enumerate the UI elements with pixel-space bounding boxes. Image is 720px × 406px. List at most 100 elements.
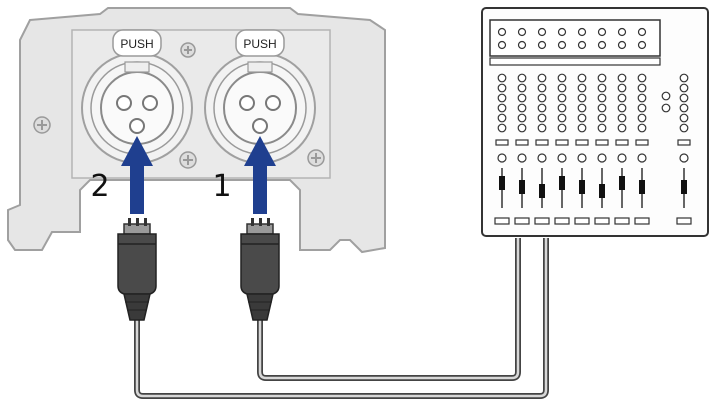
mixer-knob[interactable] [577,93,587,103]
mixer-button[interactable] [515,139,529,146]
mixer-knob[interactable] [537,93,547,103]
mixer-input-jack[interactable] [617,40,627,50]
mixer-knob[interactable] [637,93,647,103]
mixer-knob[interactable] [517,123,527,133]
mixer-button[interactable] [614,217,630,225]
mixer-knob[interactable] [577,123,587,133]
mixer-knob[interactable] [597,103,607,113]
mixer-knob[interactable] [617,93,627,103]
mixer-knob[interactable] [637,123,647,133]
mixer-input-jack[interactable] [557,27,567,37]
input-jack-2[interactable]: PUSH 2 [81,29,193,204]
mixer-knob[interactable] [557,123,567,133]
mixer-pan-knob[interactable] [577,153,587,163]
mixer-knob[interactable] [617,113,627,123]
mixer-fader[interactable] [519,180,525,194]
mixer-button[interactable] [575,139,589,146]
mixer-knob[interactable] [557,73,567,83]
mixer-button[interactable] [676,217,692,225]
mixer-master-fader[interactable] [681,180,687,194]
mixer-input-jack[interactable] [597,40,607,50]
input-jack-1[interactable]: PUSH 1 [204,29,316,204]
mixer-knob[interactable] [537,103,547,113]
mixer-knob[interactable] [517,93,527,103]
mixer-input-jack[interactable] [577,27,587,37]
mixer-pan-knob[interactable] [497,153,507,163]
mixer-button[interactable] [495,139,509,146]
mixer-button[interactable] [677,139,691,146]
mixer-knob[interactable] [679,93,689,103]
mixer-knob[interactable] [617,73,627,83]
mixer-knob[interactable] [517,113,527,123]
mixer-knob[interactable] [557,83,567,93]
mixer-button[interactable] [574,217,590,225]
mixer-button[interactable] [554,217,570,225]
mixer-knob[interactable] [617,123,627,133]
mixer-input-jack[interactable] [517,27,527,37]
mixer-input-jack[interactable] [617,27,627,37]
mixer-knob[interactable] [517,103,527,113]
mixer-knob[interactable] [497,73,507,83]
mixer-pan-knob[interactable] [557,153,567,163]
mixer-knob[interactable] [679,83,689,93]
mixer-fader[interactable] [599,184,605,198]
mixer-knob[interactable] [577,73,587,83]
mixer-knob[interactable] [497,93,507,103]
mixer-knob[interactable] [597,93,607,103]
mixer-button[interactable] [595,139,609,146]
mixer-knob[interactable] [537,73,547,83]
mixer-button[interactable] [514,217,530,225]
mixer-knob[interactable] [557,113,567,123]
xlr-male-plug-icon[interactable] [117,218,157,321]
mixer-button[interactable] [635,139,649,146]
push-release-tab[interactable]: PUSH [112,29,162,57]
mixer-input-jack[interactable] [537,27,547,37]
mixer-knob[interactable] [517,83,527,93]
mixer-knob[interactable] [661,91,671,101]
mixer-button[interactable] [534,217,550,225]
mixer-knob[interactable] [557,103,567,113]
mixer-fader[interactable] [559,176,565,190]
xlr-male-plug-icon[interactable] [240,218,280,321]
mixer-fader[interactable] [639,180,645,194]
push-release-tab[interactable]: PUSH [235,29,285,57]
mixer-knob[interactable] [497,113,507,123]
mixer-input-jack[interactable] [497,27,507,37]
mixer-knob[interactable] [637,73,647,83]
mixer-pan-knob[interactable] [537,153,547,163]
mixer-knob[interactable] [577,83,587,93]
mixer-knob[interactable] [637,83,647,93]
mixer-knob[interactable] [679,113,689,123]
mixer-knob[interactable] [517,73,527,83]
mixer-knob[interactable] [497,103,507,113]
mixer-knob[interactable] [597,73,607,83]
mixer-input-jack[interactable] [637,40,647,50]
mixer-knob[interactable] [557,93,567,103]
mixer-input-jack[interactable] [577,40,587,50]
mixer-input-jack[interactable] [597,27,607,37]
mixer-knob[interactable] [597,83,607,93]
mixer-pan-knob[interactable] [617,153,627,163]
mixer-knob[interactable] [597,123,607,133]
mixer-input-jack[interactable] [537,40,547,50]
mixer-input-jack[interactable] [497,40,507,50]
mixer-knob[interactable] [679,103,689,113]
mixer-fader[interactable] [499,176,505,190]
mixer-knob[interactable] [617,83,627,93]
mixer-fader[interactable] [619,176,625,190]
mixer-input-jack[interactable] [637,27,647,37]
mixer-knob[interactable] [537,123,547,133]
mixer-button[interactable] [555,139,569,146]
mixer-pan-knob[interactable] [517,153,527,163]
mixer-input-jack[interactable] [517,40,527,50]
mixer-button[interactable] [594,217,610,225]
mixer-knob[interactable] [617,103,627,113]
mixer-knob[interactable] [679,73,689,83]
mixer-knob[interactable] [537,113,547,123]
mixer-knob[interactable] [637,103,647,113]
mixer-pan-knob[interactable] [597,153,607,163]
mixer-fader[interactable] [539,184,545,198]
mixer-input-jack[interactable] [557,40,567,50]
mixer-knob[interactable] [537,83,547,93]
mixer-button[interactable] [535,139,549,146]
